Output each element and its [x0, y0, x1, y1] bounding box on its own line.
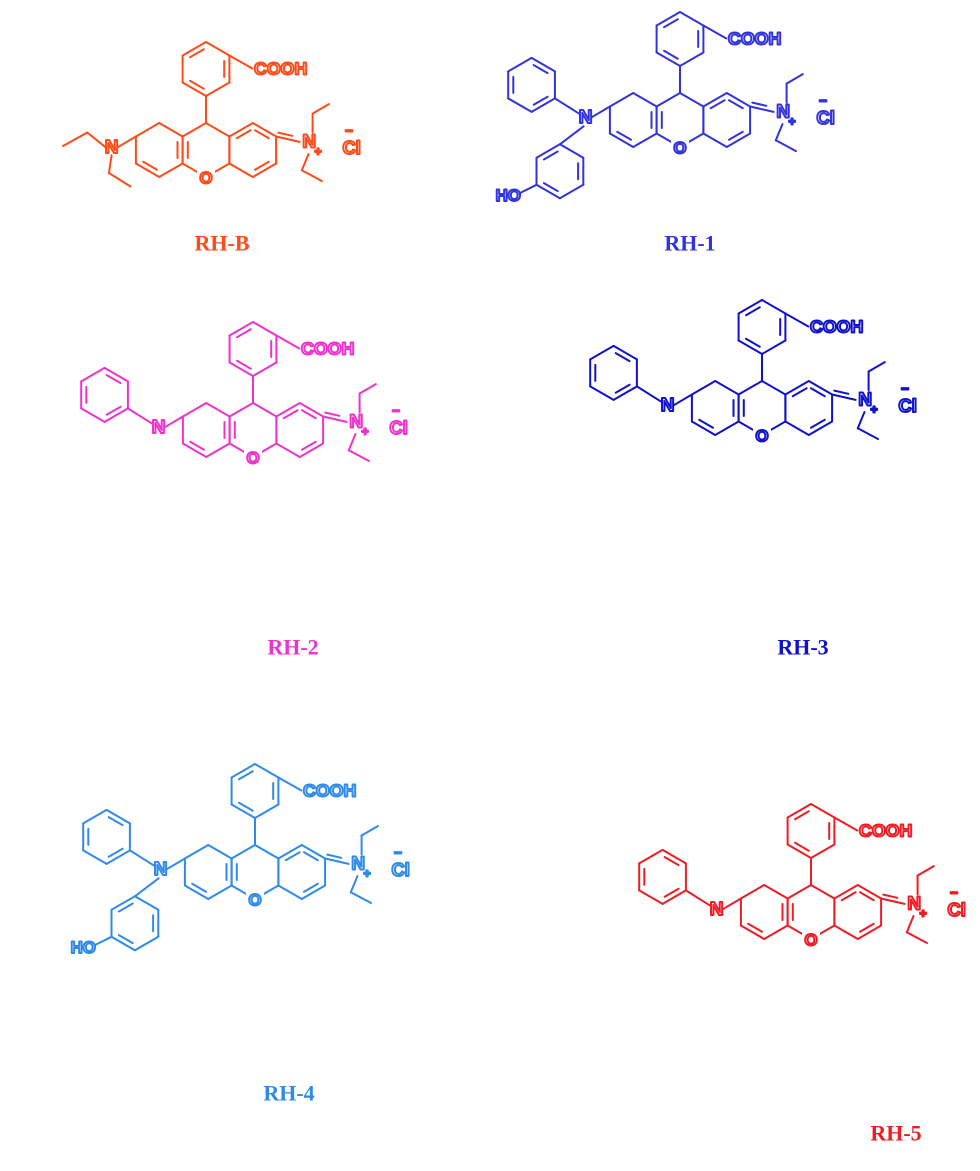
compound-caption-rh-b: RH-B [195, 231, 250, 256]
compound-caption-rh-4: RH-4 [263, 1081, 314, 1106]
chloride-label: Cl [390, 417, 408, 438]
chloride-label: Cl [343, 137, 361, 158]
amine-nitrogen-label: N [152, 417, 166, 438]
iminium-nitrogen-label: N [907, 893, 921, 914]
ring-oxygen-label: O [248, 891, 261, 910]
positive-charge: + [919, 906, 926, 920]
ring-oxygen-label: O [246, 449, 259, 468]
amine-nitrogen-label: N [710, 899, 724, 920]
iminium-nitrogen-label: N [349, 411, 363, 432]
iminium-nitrogen-label: N [776, 101, 790, 122]
ring-oxygen-label: O [673, 139, 686, 158]
negative-charge: – [901, 380, 909, 395]
carboxyl-label: COOH [254, 58, 307, 78]
hydroxyl-label: HO [71, 938, 96, 957]
amine-nitrogen-label: N [105, 137, 119, 158]
compound-caption-rh-3: RH-3 [777, 635, 828, 660]
chloride-label: Cl [899, 395, 917, 416]
carboxyl-label: COOH [303, 780, 356, 800]
positive-charge: + [361, 424, 368, 438]
iminium-nitrogen-label: N [302, 131, 316, 152]
positive-charge: + [314, 144, 321, 158]
amine-nitrogen-label: N [661, 395, 675, 416]
carboxyl-label: COOH [728, 28, 781, 48]
iminium-nitrogen-label: N [351, 853, 365, 874]
negative-charge: – [345, 122, 353, 137]
carboxyl-label: COOH [301, 338, 354, 358]
compound-caption-rh-1: RH-1 [664, 231, 715, 256]
chloride-label: Cl [392, 859, 410, 880]
ring-oxygen-label: O [199, 169, 212, 188]
amine-nitrogen-label: N [579, 107, 593, 128]
ring-oxygen-label: O [755, 427, 768, 446]
iminium-nitrogen-label: N [858, 389, 872, 410]
positive-charge: + [788, 114, 795, 128]
negative-charge: – [950, 884, 958, 899]
compound-caption-rh-2: RH-2 [267, 635, 318, 660]
positive-charge: + [870, 402, 877, 416]
carboxyl-label: COOH [810, 316, 863, 336]
carboxyl-label: COOH [859, 820, 912, 840]
amine-nitrogen-label: N [154, 859, 168, 880]
chloride-label: Cl [817, 107, 835, 128]
positive-charge: + [363, 866, 370, 880]
hydroxyl-label: HO [496, 186, 521, 205]
chloride-label: Cl [948, 899, 966, 920]
negative-charge: – [394, 844, 402, 859]
ring-oxygen-label: O [804, 931, 817, 950]
negative-charge: – [392, 402, 400, 417]
compound-caption-rh-5: RH-5 [870, 1121, 921, 1146]
negative-charge: – [819, 92, 827, 107]
